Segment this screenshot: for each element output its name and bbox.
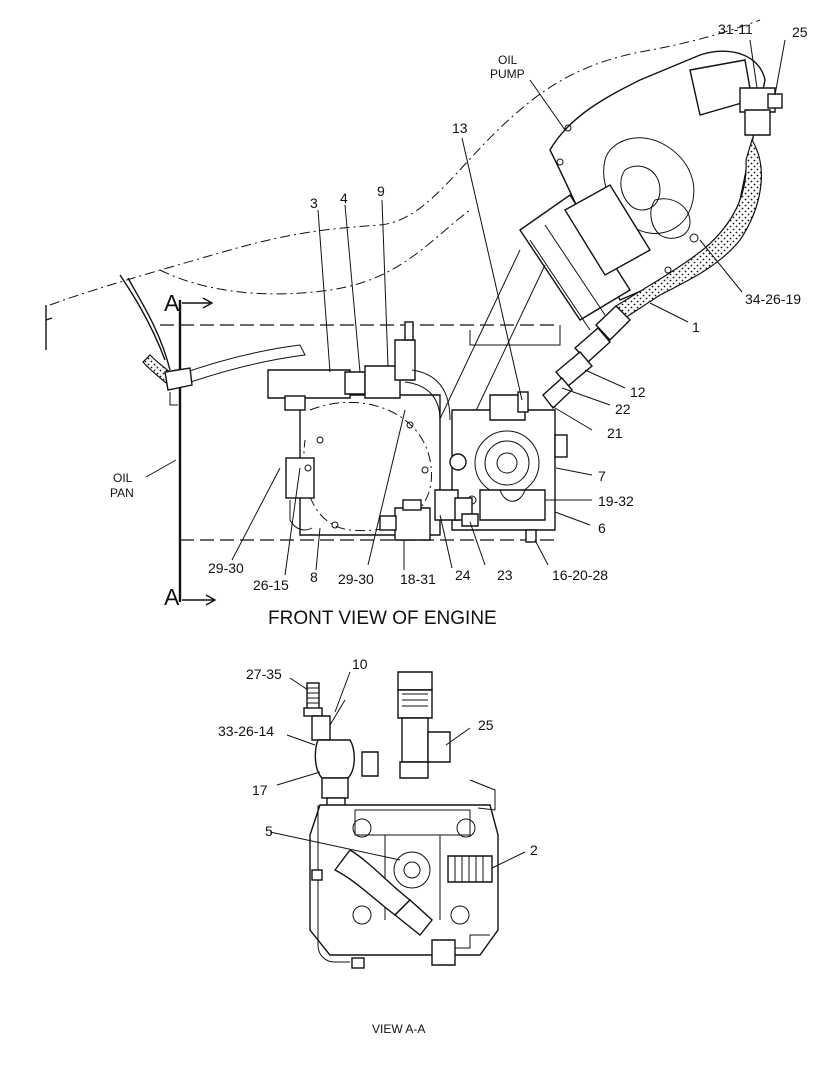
- section-view-caption: VIEW A-A: [372, 1022, 425, 1036]
- section-view-leaders: [269, 671, 526, 869]
- front-view-leaders: [145, 39, 786, 576]
- callout-1: 1: [692, 319, 700, 335]
- callout-29-30-left: 29-30: [208, 560, 244, 576]
- callout-29-30-mid: 29-30: [338, 571, 374, 587]
- front-view-drawing: [45, 19, 783, 606]
- callout-2: 2: [530, 842, 538, 858]
- callout-31-11: 31-11: [718, 21, 753, 37]
- oil-pump-label-line2: PUMP: [490, 67, 525, 81]
- callout-9: 9: [377, 183, 385, 199]
- callout-12: 12: [630, 384, 646, 400]
- callout-24: 24: [455, 567, 471, 583]
- oil-pan-label-line1: OIL: [113, 471, 133, 485]
- callout-25: 25: [792, 24, 808, 40]
- callout-13: 13: [452, 120, 468, 136]
- callout-22: 22: [615, 401, 631, 417]
- callout-19-32: 19-32: [598, 493, 634, 509]
- section-marker-a-top: A: [164, 290, 180, 316]
- callout-4: 4: [340, 190, 348, 206]
- callout-3: 3: [310, 195, 318, 211]
- callout-17: 17: [252, 782, 268, 798]
- callout-16-20-28: 16-20-28: [552, 567, 608, 583]
- callout-7: 7: [598, 468, 606, 484]
- callout-23: 23: [497, 567, 513, 583]
- callout-34-26-19: 34-26-19: [745, 291, 801, 307]
- callout-33-26-14: 33-26-14: [218, 723, 274, 739]
- callout-25-section: 25: [478, 717, 494, 733]
- section-view-drawing: [303, 671, 499, 969]
- callout-5: 5: [265, 823, 273, 839]
- callout-10: 10: [352, 656, 368, 672]
- front-view-callouts: 31-11 25 OIL PUMP 13 3 4 9 34-26-19 1 12…: [110, 21, 808, 629]
- section-view-callouts: 27-35 10 33-26-14 25 17 5 2 VIEW A-A: [218, 656, 538, 1036]
- oil-pan-label-line2: PAN: [110, 486, 134, 500]
- callout-18-31: 18-31: [400, 571, 436, 587]
- callout-21: 21: [607, 425, 623, 441]
- oil-pump-label-line1: OIL: [498, 53, 518, 67]
- callout-27-35: 27-35: [246, 666, 282, 682]
- callout-26-15: 26-15: [253, 577, 289, 593]
- section-marker-a-bottom: A: [164, 584, 180, 610]
- callout-8: 8: [310, 569, 318, 585]
- callout-6: 6: [598, 520, 606, 536]
- front-view-caption: FRONT VIEW OF ENGINE: [268, 608, 497, 629]
